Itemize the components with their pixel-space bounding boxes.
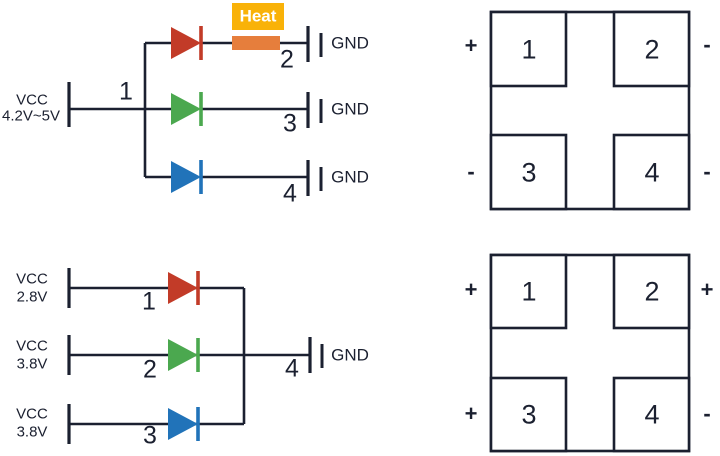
green-led-diode: [171, 93, 201, 125]
gnd-label: GND: [331, 345, 369, 365]
pad-2-number: 2: [644, 276, 660, 307]
red-led-diode: [171, 27, 201, 59]
vcc-label: VCC: [16, 270, 48, 288]
red-led-diode: [168, 272, 198, 304]
node-1-label: 1: [119, 77, 133, 106]
bottom-package-layout: [489, 253, 691, 453]
pin-2-label: 2: [280, 45, 294, 74]
resistor-body: [232, 36, 280, 50]
pad-3: [489, 376, 568, 453]
pad-3-polarity: -: [467, 159, 475, 184]
pad-4: [612, 376, 691, 453]
pad-1-number: 1: [521, 34, 537, 65]
pad-2-polarity: -: [703, 32, 711, 57]
vcc-voltage-label: 2.8V: [16, 288, 48, 306]
vcc-label: VCC: [16, 337, 48, 355]
pad-4-number: 4: [644, 399, 660, 430]
pad-2-polarity: +: [700, 277, 714, 302]
pad-3-number: 3: [521, 157, 537, 188]
vcc-voltage-label: 3.8V: [16, 355, 48, 373]
pin-3-label: 3: [283, 109, 297, 138]
pin-4-label: 4: [285, 354, 299, 383]
pin-2-label: 2: [143, 355, 157, 384]
pad-3-number: 3: [521, 399, 537, 430]
pad-1-polarity: +: [464, 277, 478, 302]
heat-callout-box: [232, 3, 284, 30]
top-circuit-schematic: [67, 3, 323, 196]
pin-3-label: 3: [143, 421, 157, 450]
blue-led-diode: [168, 408, 198, 440]
pin-1-label: 1: [142, 287, 156, 316]
vcc-voltage-label: 4.2V~5V: [2, 107, 60, 125]
heat-label: Heat: [239, 6, 277, 26]
green-led-diode: [168, 339, 198, 371]
blue-led-diode: [171, 161, 201, 193]
pad-4-polarity: -: [703, 159, 711, 184]
gnd-label: GND: [331, 99, 369, 119]
gnd-label: GND: [331, 167, 369, 187]
top-package-layout: [489, 10, 691, 211]
vcc-voltage-label: 3.8V: [16, 423, 48, 441]
pad-4-number: 4: [644, 157, 660, 188]
pad-1-polarity: +: [464, 33, 478, 58]
pin-4-label: 4: [283, 179, 297, 208]
pad-4-polarity: -: [703, 401, 711, 426]
pad-3: [489, 133, 568, 211]
pad-2: [612, 253, 691, 330]
pad-2-number: 2: [644, 34, 660, 65]
pad-1: [489, 253, 568, 330]
bottom-circuit-schematic: [67, 268, 324, 444]
pad-3-polarity: +: [464, 401, 478, 426]
pad-1: [489, 10, 568, 88]
vcc-label: VCC: [16, 91, 48, 109]
pad-1-number: 1: [521, 276, 537, 307]
pad-4: [612, 133, 691, 211]
gnd-label: GND: [331, 33, 369, 53]
vcc-label: VCC: [16, 405, 48, 423]
pad-2: [612, 10, 691, 88]
